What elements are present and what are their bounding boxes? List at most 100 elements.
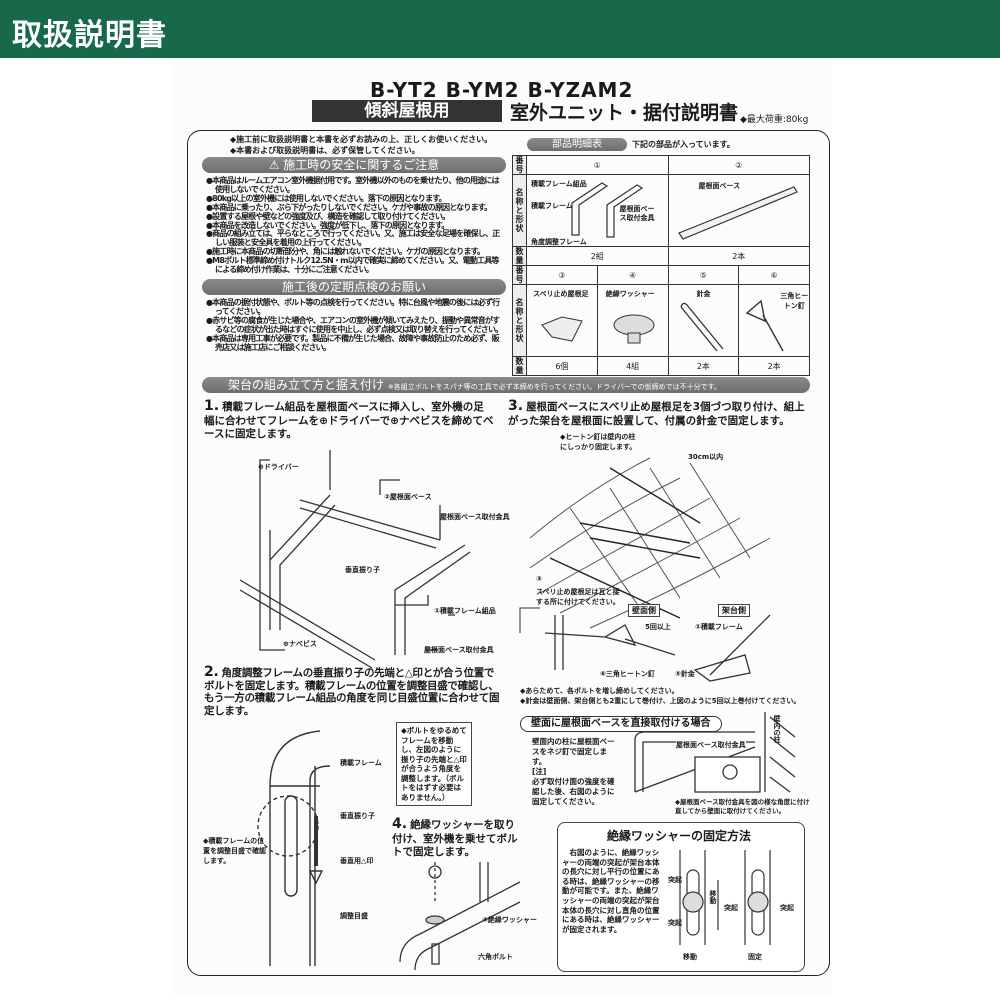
diagram-label: スベリ止め屋根足は瓦と接する所に付けてください。 [536, 588, 620, 606]
wall-mount-diagram [634, 712, 796, 793]
safety-list: ●本商品はルームエアコン室外機据付用です。室外機以外のものを乗せたり、他の用途に… [202, 176, 506, 275]
max-load: ◆最大荷重:80kg [740, 115, 809, 125]
note-line: ◆針金は壁面側、架台側とも2重にして巻付け、上図のように5回以上巻付けてください… [520, 697, 801, 705]
header-title: 取扱説明書 [12, 18, 167, 53]
part-number: ① [526, 155, 669, 175]
wire-illustration [679, 302, 724, 352]
list-item: ●本商品の据付状態や、ボルト等の点検を行ってください。特に台風や地震の後には必ず… [206, 297, 500, 316]
part-3-cell: スベリ止め屋根足 [526, 284, 598, 357]
diagram-label: 垂直用△印 [340, 857, 374, 865]
list-item: ●商品の組み立ては、平らなところで行ってください。又、施工は安全な足場を確保し、… [206, 229, 500, 248]
diagram-label: ①積載フレーム [695, 623, 743, 631]
step-text: 積載フレーム組品を屋根面ベースに挿入し、室外機の足幅に合わせてフレームを⊕ドライ… [204, 401, 494, 440]
header-bar: 取扱説明書 [0, 0, 1000, 58]
part-2-cell: 屋根面ベース [667, 174, 810, 247]
part-number: ③ [526, 265, 598, 285]
diagram-label: 5回以上 [645, 623, 671, 631]
row-name-label: 名称と形状 [512, 284, 527, 357]
category-label: 傾斜屋根用 [312, 100, 502, 122]
part-qty: 2本 [667, 246, 810, 266]
step-2: 2.角度調整フレームの垂直振り子の先端と△印とが合う位置でボルトを固定します。積… [204, 664, 504, 717]
assembly-note: ※各組立ボルトをスパナ等の工具で必ず本締めを行ってください。ドライバーでの仮締め… [387, 383, 721, 391]
step-number: 3. [508, 398, 524, 414]
intro-note: ◆本書および取扱説明書は、必ず保管してください。 [230, 145, 420, 155]
step-1-diagram [239, 450, 471, 669]
diagram-label: ①積載フレーム組品 [434, 607, 496, 615]
step-1: 1.積載フレーム組品を屋根面ベースに挿入し、室外機の足幅に合わせてフレームを⊕ド… [204, 398, 494, 442]
part-qty: 2本 [738, 356, 810, 376]
step-3-notes: ◆あらためて、各ボルトを増し締めしてください。 ◆針金は壁面側、架台側とも2重に… [520, 686, 800, 706]
diagram-label: 移動 [683, 953, 697, 961]
diagram-label: 垂直振り子 [340, 812, 375, 820]
part-number: ⑤ [667, 265, 740, 285]
part-label: 積載フレーム組品 [531, 180, 587, 188]
step-text: 角度調整フレームの垂直振り子の先端と△印とが合う位置でボルトを固定します。積載フ… [204, 667, 500, 717]
note-line: ◆あらためて、各ボルトを増し締めしてください。 [520, 687, 679, 695]
step-number: 4. [392, 816, 408, 832]
row-no-label: 番号 [512, 155, 527, 175]
text-line: 必ず取付け面の強度を確認した後、右図のように固定してください。 [532, 777, 615, 806]
parts-heading: 部品明細表 [527, 138, 627, 151]
diagram-label: 突起 [668, 919, 682, 927]
part-number: ⑥ [738, 265, 810, 285]
washer-method-diagram [679, 850, 771, 945]
list-item: ●80kg以上の室外機には使用しないでください。落下の原因となります。 [206, 193, 447, 203]
list-item: ●施工時に本商品の切断部分や、角には触れないでください。ケガの原因となります。 [206, 247, 485, 257]
diagram-label: 垂直振り子 [345, 566, 380, 574]
document-title: 室外ユニット・据付説明書 [510, 102, 739, 124]
step-4-diagram [399, 862, 521, 971]
part-qty: 2組 [526, 246, 669, 266]
part-label: 屋根面ベース取付金具 [619, 205, 655, 222]
intro-note: ◆施工前に取扱説明書と本書を必ずお読みの上、正しくお使いください。 [230, 135, 493, 144]
diagram-label: ⑥三角ヒートン釘 [600, 670, 655, 678]
part-1-cell: 積載フレーム組品 積載フレーム 角度調整フレーム 屋根面ベース取付金具 [526, 174, 669, 247]
part-qty: 6個 [526, 356, 598, 376]
diagram-label: 屋根面ベース取付金具 [424, 646, 494, 654]
diagram-label: 屋根面ベース取付金具 [676, 740, 746, 750]
diagram-label: 六角ボルト [478, 953, 513, 961]
content-frame [187, 130, 830, 976]
intro-notes: ◆施工前に取扱説明書と本書を必ずお読みの上、正しくお使いください。 ◆本書および… [230, 135, 492, 156]
part-4-cell: 絶縁ワッシャー [596, 284, 669, 357]
step-text: 屋根面ベースにスベリ止め屋根足を3個づつ取り付け、組上がった架台を屋根面に設置し… [508, 401, 805, 427]
list-item: ●赤サビ等の腐食が生じた場合や、エアコンの室外機が傾いてみえたり、振動や異常音が… [206, 315, 503, 334]
anti-slip-foot-illustration [541, 316, 583, 342]
diagram-label: ②屋根面ベース [384, 493, 432, 501]
assembly-title: 架台の組み立て方と据え付け [228, 378, 385, 392]
step-number: 1. [204, 398, 220, 414]
list-item: ●M8ボルト標準締め付けトルク12.5N・m以内で確実に締めてください。又、電動… [206, 256, 499, 275]
diagram-label: 30cm以内 [688, 453, 724, 461]
part-label: スベリ止め屋根足 [533, 290, 589, 298]
safety-and-inspection-column: ⚠ 施工時の安全に関するご注意 ●本商品はルームエアコン室外機据付用です。室外機… [202, 157, 506, 352]
safety-heading: ⚠ 施工時の安全に関するご注意 [202, 157, 506, 173]
step-number: 2. [204, 664, 219, 680]
text-line: 壁面内の柱に屋根面ベースをネジ釘で固定します。 [532, 737, 615, 766]
frame-assembly-illustration [571, 182, 644, 238]
diagram-label: 積載フレーム [340, 759, 382, 767]
diagram-label: ④絶縁ワッシャー [482, 916, 537, 924]
wall-mount-heading: 壁面に屋根面ベースを直接取付ける場合 [520, 716, 722, 732]
diagram-label: 固定 [748, 953, 762, 961]
part-label: 針金 [696, 290, 711, 298]
eye-screw-illustration [745, 299, 784, 352]
frame-side-tag: 架台側 [718, 604, 750, 617]
diagram-label: 突起 [780, 904, 794, 912]
washer-method-title: 絶縁ワッシャーの固定方法 [607, 829, 752, 843]
row-qty-label: 数量 [512, 246, 527, 266]
diagram-label: 壁内の柱 [773, 715, 781, 743]
step-3: 3.屋根面ベースにスベリ止め屋根足を3個づつ取り付け、組上がった架台を屋根面に設… [508, 398, 808, 428]
diagram-label: 屋根面ベース取付金具 [440, 513, 510, 521]
diagram-label: ◆積載フレームの位置を調整目盛で確認します。 [203, 837, 266, 865]
wall-mount-note: ◆屋根面ベース取付金具を図の様な角度に付け直してから壁面に取付けてください。 [675, 798, 810, 815]
part-6-cell: 三角ヒートン釘 [738, 284, 810, 357]
list-item: ●本商品は専用工事が必要です。製品に不備が生じた場合、故障や事故防止のため必ず、… [206, 333, 500, 352]
row-name-label: 名称と形状 [512, 174, 527, 247]
part-label: 屋根面ベース [698, 182, 741, 190]
diagram-label: 突起 [724, 904, 738, 912]
part-label: 三角ヒートン釘 [780, 292, 809, 310]
step-2-diagram [257, 730, 331, 966]
list-item: ●設置する屋根や壁などの強度及び、構造を確認して取り付けてください。 [206, 211, 450, 221]
roof-base-illustration [677, 186, 798, 240]
step-text: 絶縁ワッシャーを取り付け、室外機を乗せてボルトで固定します。 [392, 819, 518, 858]
wall-mount-text: 壁面内の柱に屋根面ベースをネジ釘で固定します。[注]必ず取付け面の強度を確認した… [532, 737, 620, 807]
